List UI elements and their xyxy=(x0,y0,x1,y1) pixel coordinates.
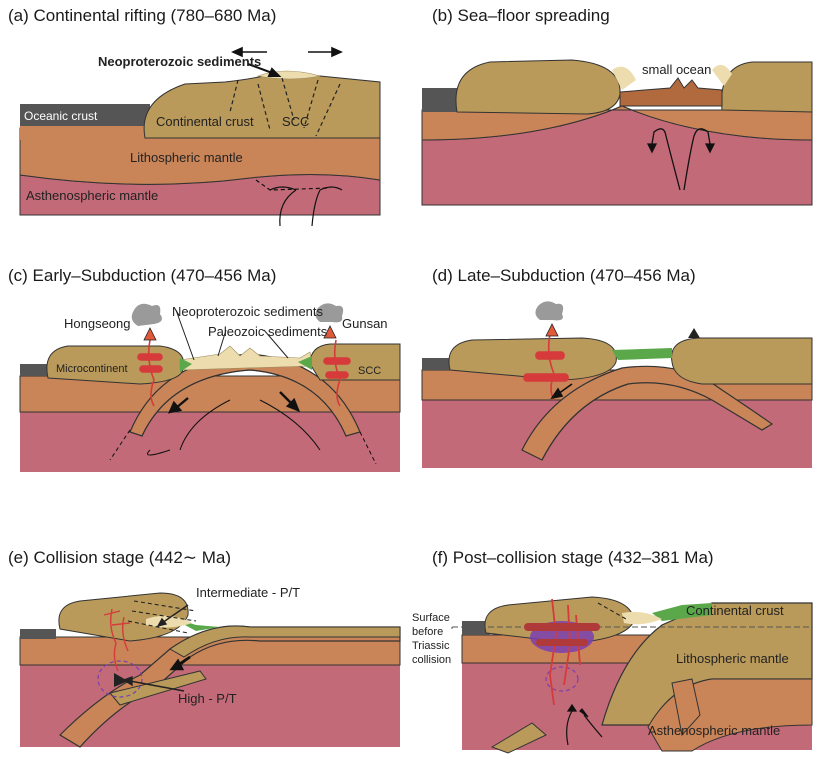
gunsan-label: Gunsan xyxy=(342,316,388,331)
asthenospheric-mantle-label: Asthenospheric mantle xyxy=(26,188,158,203)
scc-label: SCC xyxy=(282,114,309,129)
sediment-lenses xyxy=(612,64,732,90)
volcano-hongseong xyxy=(131,303,162,341)
continental-crust-left xyxy=(448,337,617,381)
oceanic-crust-label: Oceanic crust xyxy=(24,109,98,123)
continental-crust-left xyxy=(484,596,635,644)
panel-c-diagram: Hongseong Gunsan Neoproterozoic sediment… xyxy=(19,303,401,472)
lithospheric-mantle-label: Lithospheric mantle xyxy=(676,651,789,666)
microcontinent-label: Microcontinent xyxy=(56,363,128,375)
oceanic-crust-layer xyxy=(462,621,490,635)
scc-label: SCC xyxy=(358,365,381,377)
continental-crust-left xyxy=(455,59,621,115)
convection-arrows xyxy=(646,128,716,191)
sediment-leader-lines xyxy=(175,309,289,361)
panel-b-diagram: small ocean xyxy=(421,59,813,206)
thrust-fault xyxy=(597,602,627,620)
magma-conduits xyxy=(137,339,351,407)
surface-label-line2: before xyxy=(412,626,443,638)
panel-d-title: (d) Late–Subduction (470–456 Ma) xyxy=(432,266,696,285)
magma-conduits xyxy=(523,333,569,401)
volcano xyxy=(535,301,564,337)
volcano-gunsan xyxy=(315,303,344,339)
new-oceanic-crust xyxy=(619,77,723,107)
paleozoic-sediments xyxy=(179,345,313,372)
slab-arrow xyxy=(169,655,191,671)
neoproterozoic-sediments-label: Neoproterozoic sediments xyxy=(98,54,261,69)
surface-label-line1: Surface xyxy=(412,612,450,624)
high-pt-zone xyxy=(97,660,143,698)
panel-c-title: (c) Early–Subduction (470–456 Ma) xyxy=(8,266,277,285)
sediment-pointer-arrow xyxy=(247,63,282,77)
panel-b-title: (b) Sea–floor spreading xyxy=(432,6,610,25)
intermediate-pt-label: Intermediate - P/T xyxy=(196,585,300,600)
panel-f-title: (f) Post–collision stage (432–381 Ma) xyxy=(432,548,714,567)
asthenospheric-mantle-layer xyxy=(422,400,812,468)
surface-label-line4: collision xyxy=(412,654,451,666)
trench-marker xyxy=(688,328,700,338)
subducting-slab xyxy=(601,602,813,752)
magma-conduits xyxy=(103,608,131,672)
asthenospheric-mantle-label: Asthenospheric mantle xyxy=(648,723,780,738)
green-sediment xyxy=(612,348,672,360)
panel-a-title: (a) Continental rifting (780–680 Ma) xyxy=(8,6,277,25)
green-sediment xyxy=(170,617,220,631)
oceanic-crust-layer xyxy=(422,358,452,370)
subducting-slab xyxy=(59,625,401,748)
magma-conduits xyxy=(524,598,600,706)
panel-e-title: (e) Collision stage (442∼ Ma) xyxy=(8,548,232,567)
detached-slab-fragment xyxy=(490,722,547,754)
panel-d-diagram xyxy=(421,301,813,468)
mantle-flow-arrows xyxy=(109,399,377,465)
asthenospheric-mantle-layer xyxy=(20,412,400,472)
slab-motion-arrows xyxy=(167,391,301,414)
hongseong-label: Hongseong xyxy=(64,316,131,331)
rift-faults xyxy=(229,77,341,137)
high-pt-label: High - P/T xyxy=(178,691,237,706)
upwelling-arrows xyxy=(566,703,603,746)
lithospheric-mantle-layer xyxy=(19,127,381,185)
surface-line xyxy=(451,626,812,629)
oceanic-crust-layer xyxy=(20,364,50,376)
panel-a-diagram: Neoproterozoic sediments Oceanic crust C… xyxy=(19,46,381,227)
oceanic-crust-layer xyxy=(20,104,150,140)
neoproterozoic-sediments-label: Neoproterozoic sediments xyxy=(172,304,324,319)
continental-crust-label: Continental crust xyxy=(156,114,254,129)
upwelling-arrows xyxy=(255,179,343,227)
paleozoic-sediments-label: Paleozoic sediments xyxy=(208,324,328,339)
panel-e-diagram: Intermediate - P/T High - P/T xyxy=(19,585,401,748)
thrust-faults xyxy=(127,600,197,634)
oceanic-crust-layer xyxy=(20,629,56,639)
lithospheric-mantle-label: Lithospheric mantle xyxy=(130,150,243,165)
oceanic-crust-layer xyxy=(422,88,457,112)
sediment-lens xyxy=(622,611,662,625)
slab-arrow xyxy=(550,383,573,400)
surface-label-line3: Triassic xyxy=(412,640,450,652)
pt-leader-lines xyxy=(122,604,189,692)
continental-crust-label: Continental crust xyxy=(686,603,784,618)
green-sediment xyxy=(652,603,712,621)
small-ocean-label: small ocean xyxy=(642,62,711,77)
panel-f-diagram: Continental crust Lithospheric mantle As… xyxy=(412,596,813,754)
extension-arrows xyxy=(231,46,343,58)
continental-crust-right xyxy=(721,61,813,113)
continental-crust-right xyxy=(671,337,813,385)
subducting-slab xyxy=(521,365,774,461)
